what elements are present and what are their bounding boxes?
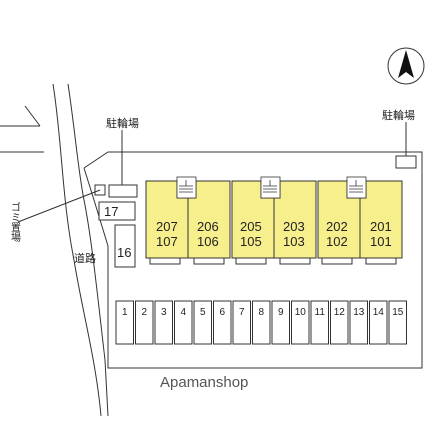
parking-space (271, 300, 290, 345)
unit-lower: 107 (156, 234, 178, 249)
parking-space-label: 9 (278, 307, 284, 318)
bicycle-parking-left-label: 駐輪場 (106, 116, 139, 130)
north-arrow-icon (387, 47, 425, 85)
parking-space-label: 15 (392, 307, 404, 318)
parking-space-label: 4 (180, 307, 186, 318)
road-label: 道路 (74, 251, 96, 265)
parking-lot-16 (114, 224, 136, 268)
parking-space (193, 300, 212, 345)
parking-space (213, 300, 232, 345)
lot-17-label: 17 (104, 204, 118, 219)
unit-upper: 205 (240, 219, 262, 234)
parking-space (135, 300, 154, 345)
bicycle-parking-right (395, 155, 417, 169)
parking-space-label: 3 (161, 307, 167, 318)
parking-space (388, 300, 407, 345)
parking-space-label: 8 (258, 307, 264, 318)
parking-space-label: 2 (141, 307, 147, 318)
parking-space-label: 11 (315, 307, 326, 318)
parking-space-label: 1 (122, 307, 128, 318)
parking-space (349, 300, 368, 345)
unit-upper: 202 (326, 219, 348, 234)
stairs-icon (176, 176, 367, 199)
parking-space (154, 300, 173, 345)
parking-space-label: 6 (219, 307, 225, 318)
parking-lot-17 (98, 201, 136, 221)
parking-space-label: 7 (239, 307, 245, 318)
unit-lower: 105 (240, 234, 262, 249)
parking-space (174, 300, 193, 345)
parking-space-label: 13 (353, 307, 365, 318)
unit-lower: 103 (283, 234, 305, 249)
unit-lower: 101 (370, 234, 392, 249)
parking-space (369, 300, 388, 345)
leader-lines (17, 122, 407, 223)
unit-upper: 203 (283, 219, 305, 234)
bicycle-parking-right-label: 駐輪場 (382, 108, 415, 122)
parking-space (330, 300, 349, 345)
garbage-label: ゴミ置場 (9, 201, 21, 243)
parking-space (115, 300, 134, 345)
parking-space (232, 300, 251, 345)
parking-space (252, 300, 271, 345)
road-edges (0, 83, 109, 417)
unit-lower: 106 (197, 234, 219, 249)
unit-upper: 207 (156, 219, 178, 234)
watermark: Apamanshop (160, 374, 248, 391)
parking-space-label: 12 (334, 307, 346, 318)
parking-space-label: 5 (200, 307, 206, 318)
unit-upper: 206 (197, 219, 219, 234)
unit-labels: 207 107 206 106 205 105 203 103 202 102 … (156, 219, 392, 249)
unit-upper: 201 (370, 219, 392, 234)
parking-space-label: 14 (373, 307, 385, 318)
unit-lower: 102 (326, 234, 348, 249)
property-boundary (83, 151, 423, 369)
lot-16-label: 16 (117, 245, 131, 260)
parking-space (310, 300, 329, 345)
parking-space (291, 300, 310, 345)
parking-space-label: 10 (295, 307, 307, 318)
bicycle-parking-left (108, 184, 138, 198)
